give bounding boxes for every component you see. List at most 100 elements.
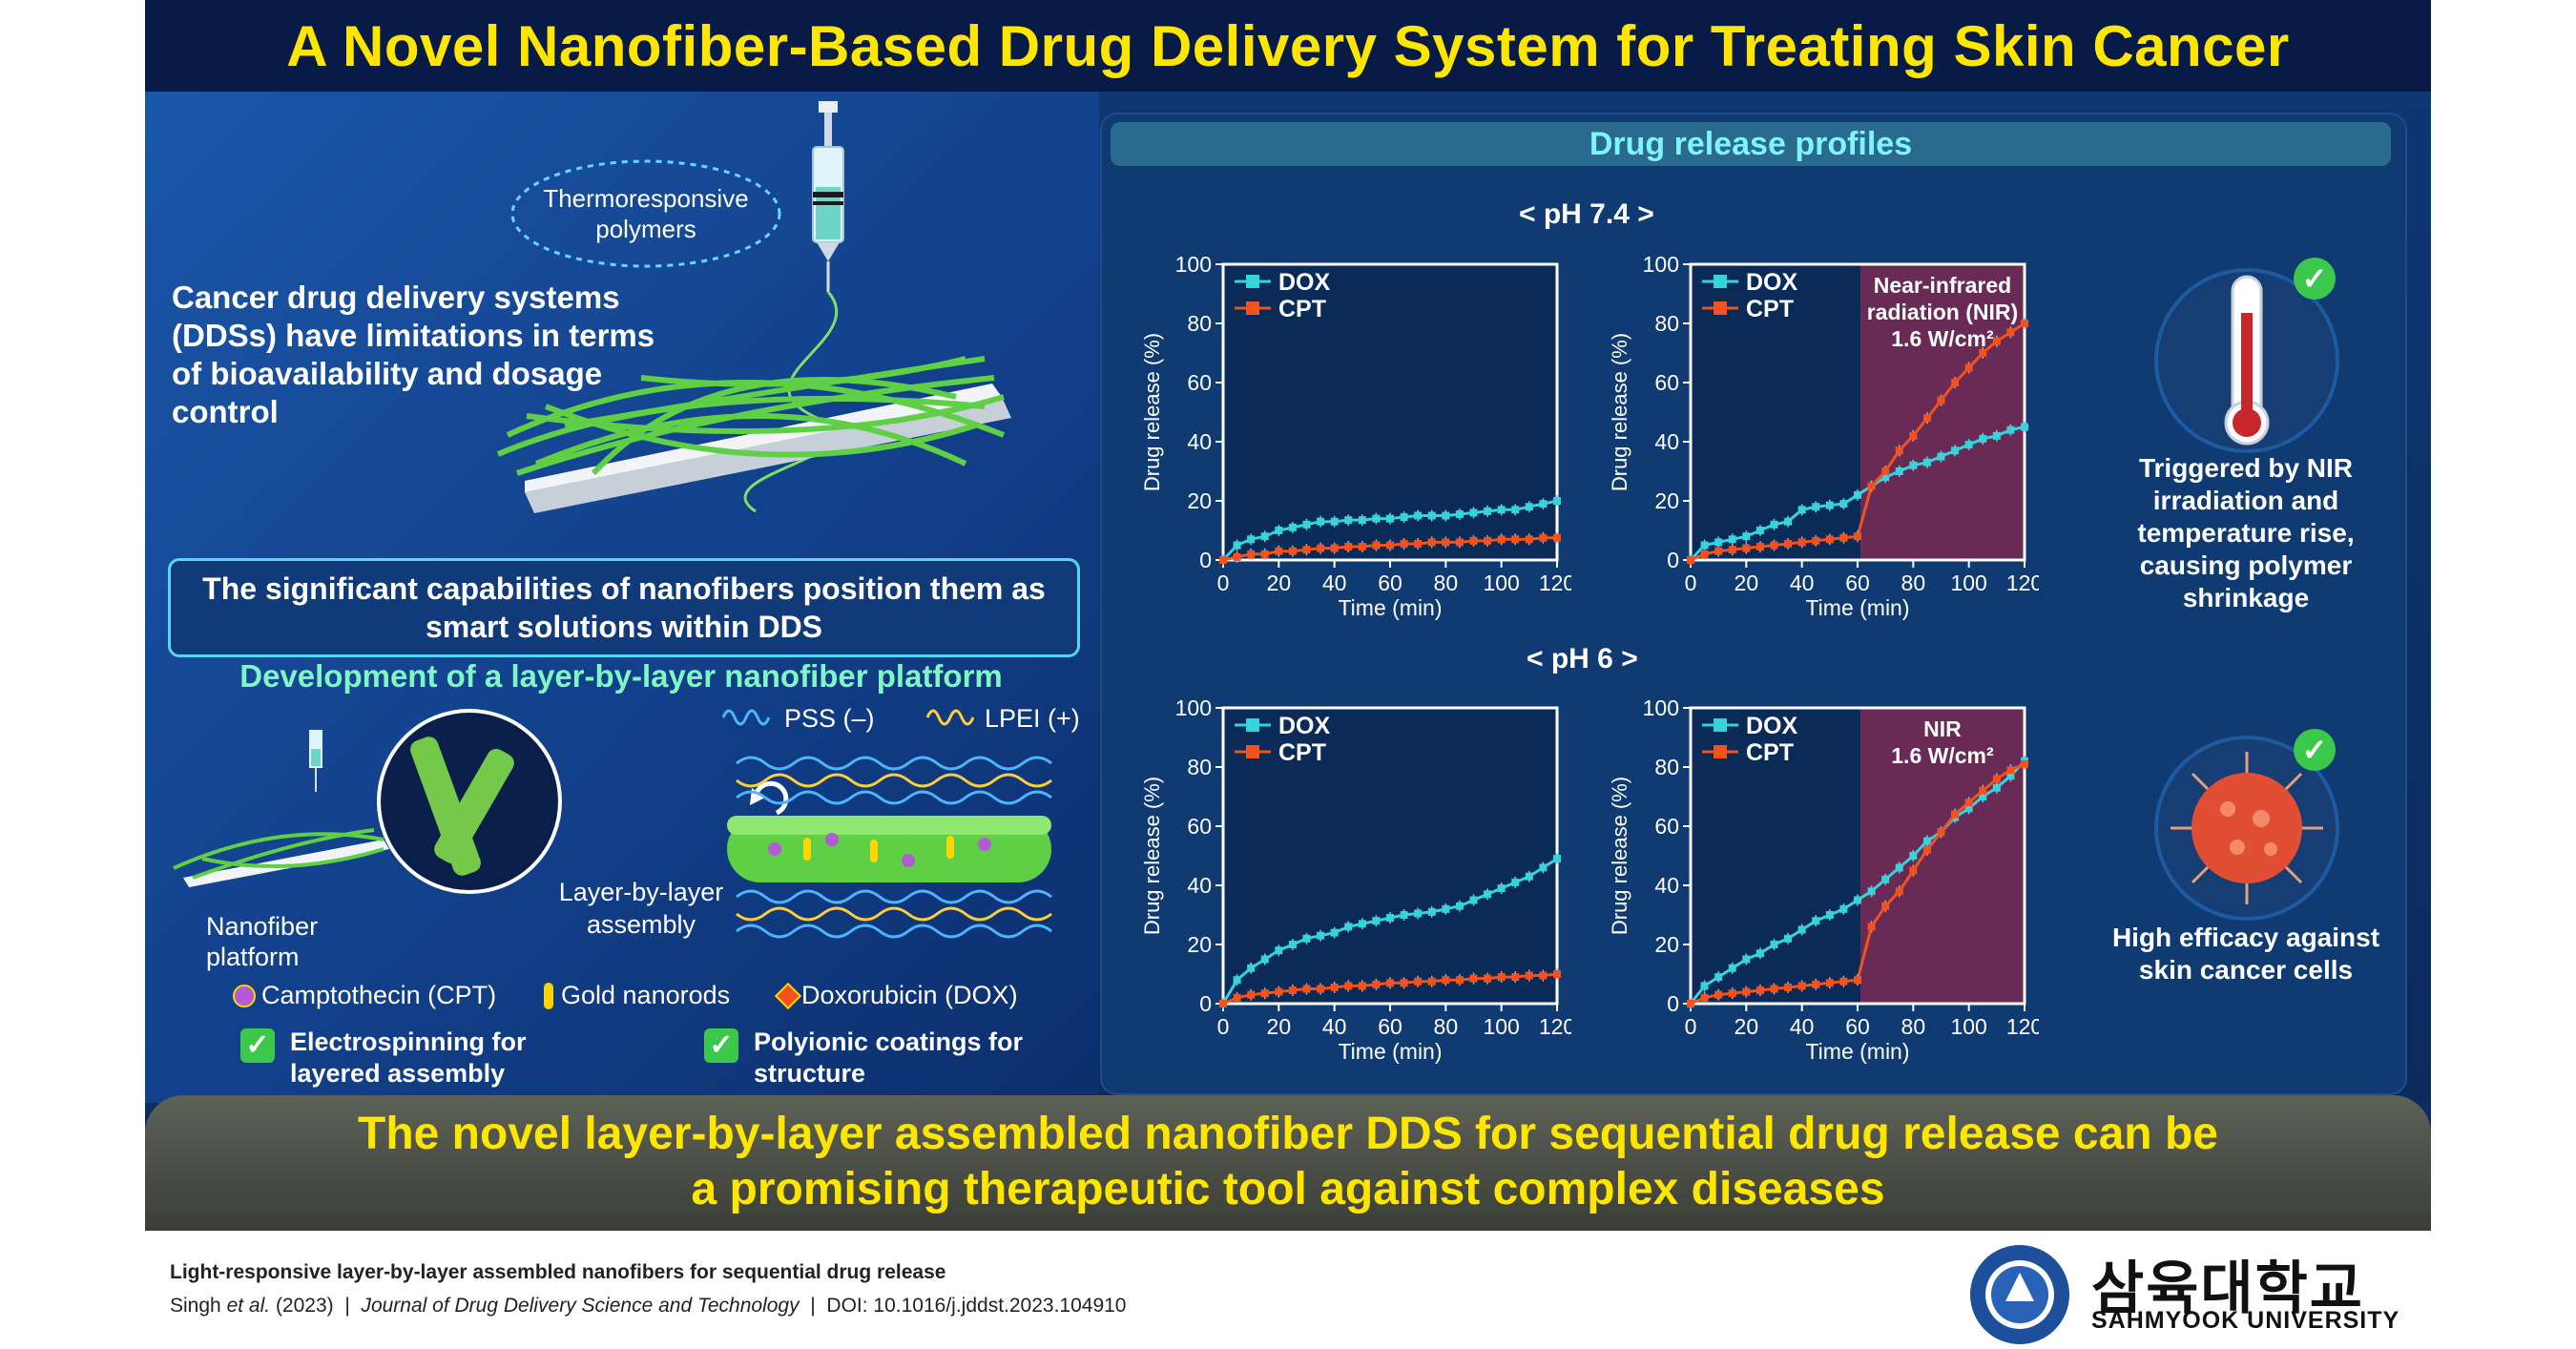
data-point-dox [1755, 949, 1764, 958]
data-point-dox [1909, 852, 1918, 860]
x-tick-label: 120 [1539, 571, 1571, 595]
data-point-cpt [1867, 482, 1876, 490]
data-point-cpt [1386, 541, 1394, 550]
data-point-cpt [1302, 985, 1311, 993]
y-tick-label: 80 [1654, 755, 1679, 779]
data-point-cpt [1797, 982, 1806, 990]
pss-icon [721, 709, 771, 726]
data-point-dox [1372, 917, 1381, 925]
data-point-cpt [1260, 989, 1269, 998]
legend-label: DOX [1746, 713, 1798, 739]
paper-title: Light-responsive layer-by-layer assemble… [170, 1261, 946, 1283]
y-tick-label: 20 [1654, 932, 1679, 957]
y-tick-label: 20 [1187, 488, 1212, 513]
assembly-label: Layer-by-layer assembly [558, 878, 724, 939]
data-point-cpt [1344, 982, 1353, 990]
legend-marker [1714, 718, 1727, 732]
data-point-cpt [1275, 987, 1283, 996]
y-tick-label: 80 [1654, 311, 1679, 336]
x-tick-label: 20 [1735, 1014, 1759, 1039]
data-point-cpt [1922, 845, 1931, 854]
y-tick-label: 20 [1654, 488, 1679, 513]
data-point-cpt [1455, 976, 1464, 985]
data-point-dox [1442, 904, 1450, 913]
legend-dox: Doxorubicin (DOX) [801, 981, 1018, 1009]
conclusion-bar [145, 1095, 2431, 1231]
data-point-dox [1330, 928, 1339, 937]
conclusion-line-2: a promising therapeutic tool against com… [691, 1164, 1885, 1214]
data-point-cpt [1909, 431, 1918, 440]
bullet-polyionic: Polyionic coatings for structure [754, 1027, 1024, 1088]
citation: Singh et al. (2023) | Journal of Drug De… [170, 1295, 1127, 1318]
x-tick-label: 120 [2006, 1014, 2039, 1039]
x-tick-label: 0 [1217, 1014, 1230, 1039]
data-point-cpt [1951, 379, 1960, 386]
data-point-dox [1825, 911, 1834, 919]
data-point-cpt [1442, 976, 1450, 985]
data-point-cpt [1497, 973, 1506, 982]
x-tick-label: 40 [1790, 1014, 1815, 1039]
nanofiber-illustration [496, 101, 1011, 513]
legend-cpt: Camptothecin (CPT) [261, 981, 497, 1009]
data-point-dox [1317, 517, 1325, 526]
data-point-cpt [1469, 536, 1478, 545]
data-point-dox [1427, 511, 1436, 520]
data-point-dox [1812, 503, 1820, 511]
data-point-cpt [1909, 866, 1918, 875]
data-point-cpt [1937, 828, 1945, 837]
data-point-dox [1770, 520, 1778, 529]
data-point-dox [1992, 431, 2001, 440]
data-point-cpt [1881, 902, 1890, 910]
data-point-dox [1951, 446, 1960, 455]
data-point-dox [1895, 863, 1903, 872]
legend-label: DOX [1746, 269, 1798, 296]
data-point-dox [1784, 934, 1793, 943]
data-point-cpt [1895, 887, 1903, 896]
x-tick-label: 60 [1378, 1014, 1402, 1039]
data-point-dox [1797, 506, 1806, 514]
separator: | [339, 1295, 356, 1317]
data-point-cpt [1687, 556, 1694, 564]
data-point-cpt [1484, 536, 1492, 545]
data-point-cpt [1386, 979, 1394, 987]
x-tick-label: 0 [1217, 571, 1230, 595]
data-point-cpt [1812, 536, 1820, 545]
x-tick-label: 100 [1950, 1014, 1986, 1039]
data-point-dox [1275, 527, 1283, 534]
y-tick-label: 80 [1187, 311, 1212, 336]
y-tick-label: 0 [1667, 991, 1679, 1016]
data-point-cpt [1330, 544, 1339, 552]
nir-annotation: 1.6 W/cm² [1891, 326, 1994, 351]
check-icon: ✓ [2294, 258, 2336, 300]
platform-label: Nanofiber platform [206, 912, 319, 971]
data-point-dox [1714, 973, 1723, 982]
data-point-dox [1469, 508, 1478, 517]
data-point-cpt [2021, 759, 2028, 768]
y-tick-label: 60 [1187, 370, 1212, 395]
x-axis-label: Time (min) [1805, 1039, 1909, 1064]
data-point-dox [1497, 506, 1506, 514]
data-point-cpt [1881, 467, 1890, 475]
data-point-dox [1909, 461, 1918, 469]
y-tick-label: 60 [1654, 370, 1679, 395]
x-tick-label: 120 [2006, 571, 2039, 595]
data-point-dox [1937, 452, 1945, 461]
data-point-dox [2021, 423, 2028, 431]
data-point-dox [1539, 500, 1548, 508]
university-name-en: SAHMYOOK UNIVERSITY [2091, 1307, 2400, 1334]
data-point-dox [1922, 458, 1931, 467]
data-point-cpt [1219, 556, 1227, 564]
x-tick-label: 80 [1434, 571, 1459, 595]
x-tick-label: 0 [1685, 1014, 1697, 1039]
y-tick-label: 40 [1187, 873, 1212, 898]
x-axis-label: Time (min) [1338, 1039, 1442, 1064]
data-point-dox [1247, 535, 1256, 544]
citation-doi: DOI: 10.1016/j.jddst.2023.104910 [826, 1295, 1127, 1317]
legend-marker [1246, 745, 1259, 758]
data-point-dox [1427, 907, 1436, 916]
data-point-dox [1553, 497, 1561, 505]
gold-nanorod-icon [544, 983, 553, 1009]
plot-area [1223, 708, 1557, 1004]
data-point-dox [1386, 914, 1394, 923]
